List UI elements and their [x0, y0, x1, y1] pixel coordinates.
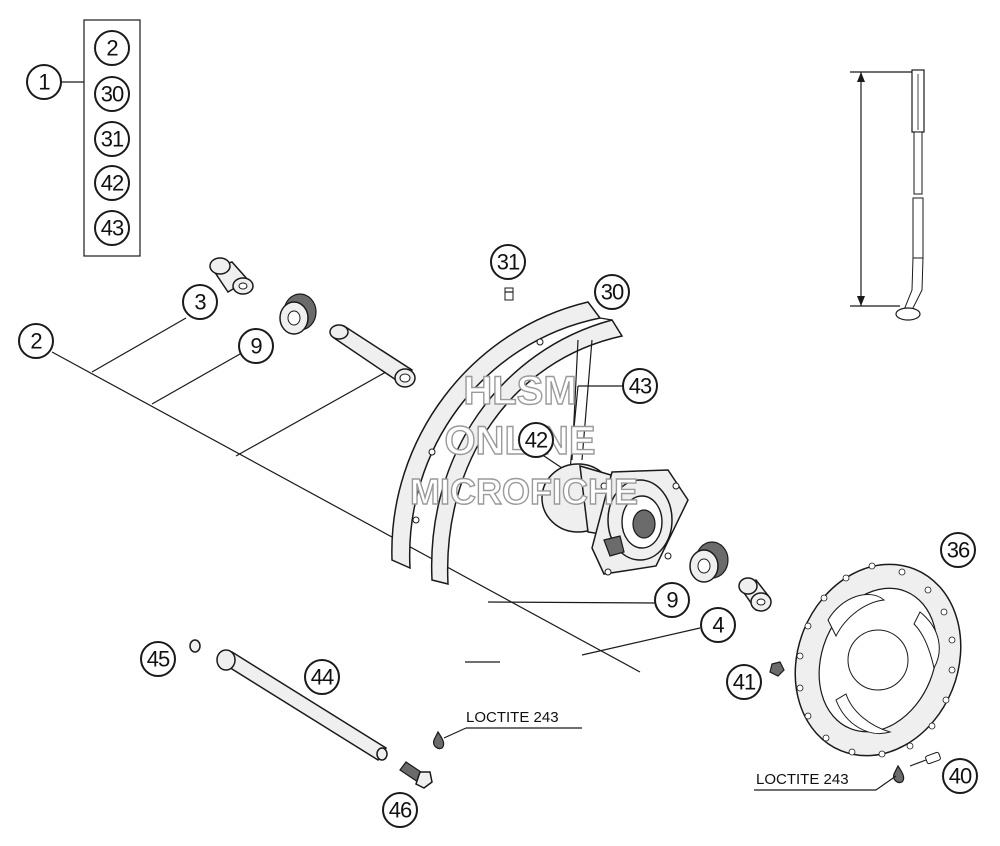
svg-text:31: 31: [101, 127, 124, 152]
svg-text:46: 46: [389, 798, 412, 823]
svg-text:1: 1: [38, 70, 50, 95]
nipple-part: [504, 287, 514, 301]
axle-bolt: [399, 761, 433, 789]
kit-box: [83, 19, 141, 257]
callout-9[interactable]: 9: [238, 328, 274, 364]
callout-41[interactable]: 41: [726, 664, 762, 700]
svg-text:LOCTITE 243: LOCTITE 243: [756, 771, 849, 788]
spoke-head: [895, 307, 921, 321]
disc-bolt: [909, 751, 941, 767]
wheel-hub: [541, 463, 689, 576]
callout-36[interactable]: 36: [940, 532, 976, 568]
bearing-part-left: [279, 293, 317, 335]
svg-text:9: 9: [250, 334, 262, 359]
spoke-detail: [850, 69, 925, 321]
watermark: HLSM ONLINE MICROFICHE: [409, 368, 638, 512]
bearing-part-right: [689, 541, 729, 583]
callout-45[interactable]: 45: [140, 641, 176, 677]
svg-text:31: 31: [497, 250, 520, 275]
svg-text:30: 30: [601, 280, 624, 305]
loctite-note-axle: LOCTITE 243: [443, 709, 582, 739]
svg-text:LOCTITE 243: LOCTITE 243: [466, 709, 559, 726]
callout-1[interactable]: 1: [26, 64, 62, 100]
svg-text:30: 30: [101, 82, 124, 107]
spoke-shaft: [913, 131, 923, 195]
svg-text:42: 42: [525, 428, 548, 453]
axle-part: [216, 649, 388, 762]
callout-42[interactable]: 42: [518, 422, 554, 458]
svg-text:3: 3: [194, 290, 206, 315]
callout-44[interactable]: 44: [304, 659, 340, 695]
svg-text:45: 45: [147, 647, 170, 672]
svg-text:41: 41: [733, 670, 756, 695]
spacer-right: [738, 577, 772, 612]
kit-item-callout[interactable]: 43: [94, 210, 130, 246]
kit-group: 1 2 30 31 42 43: [26, 19, 141, 257]
nut-part: [769, 661, 785, 677]
loctite-note-disc: LOCTITE 243: [754, 771, 897, 791]
kit-item-callout[interactable]: 42: [94, 165, 130, 201]
callout-40[interactable]: 40: [942, 758, 978, 794]
wheel-rim: [391, 301, 624, 585]
callout-3[interactable]: 3: [182, 284, 218, 320]
brake-disc: [794, 562, 962, 758]
svg-text:HLSM: HLSM: [463, 369, 576, 413]
svg-text:43: 43: [629, 374, 652, 399]
svg-text:MICROFICHE: MICROFICHE: [410, 471, 638, 512]
svg-text:42: 42: [101, 171, 124, 196]
callout-46[interactable]: 46: [382, 792, 418, 828]
callout-30[interactable]: 30: [594, 274, 630, 310]
plug-part: [189, 639, 201, 653]
leader-lines: [51, 317, 701, 673]
svg-text:2: 2: [106, 36, 118, 61]
kit-item-callout[interactable]: 30: [94, 76, 130, 112]
loctite-drop-icon: [893, 764, 905, 784]
kit-item-callout[interactable]: 31: [94, 121, 130, 157]
distance-sleeve: [329, 324, 416, 388]
svg-text:43: 43: [101, 216, 124, 241]
svg-text:36: 36: [947, 538, 970, 563]
spacer-part: [209, 257, 254, 295]
svg-text:44: 44: [311, 665, 334, 690]
loctite-drop-icon: [433, 730, 445, 750]
callout-4[interactable]: 4: [700, 607, 736, 643]
callout-31[interactable]: 31: [490, 244, 526, 280]
svg-text:9: 9: [666, 588, 678, 613]
callout-2[interactable]: 2: [18, 323, 54, 359]
svg-text:4: 4: [712, 613, 724, 638]
kit-item-callout[interactable]: 2: [94, 30, 130, 66]
svg-text:2: 2: [30, 329, 42, 354]
callout-43[interactable]: 43: [622, 368, 658, 404]
svg-text:40: 40: [949, 764, 972, 789]
callout-9-right[interactable]: 9: [654, 582, 690, 618]
